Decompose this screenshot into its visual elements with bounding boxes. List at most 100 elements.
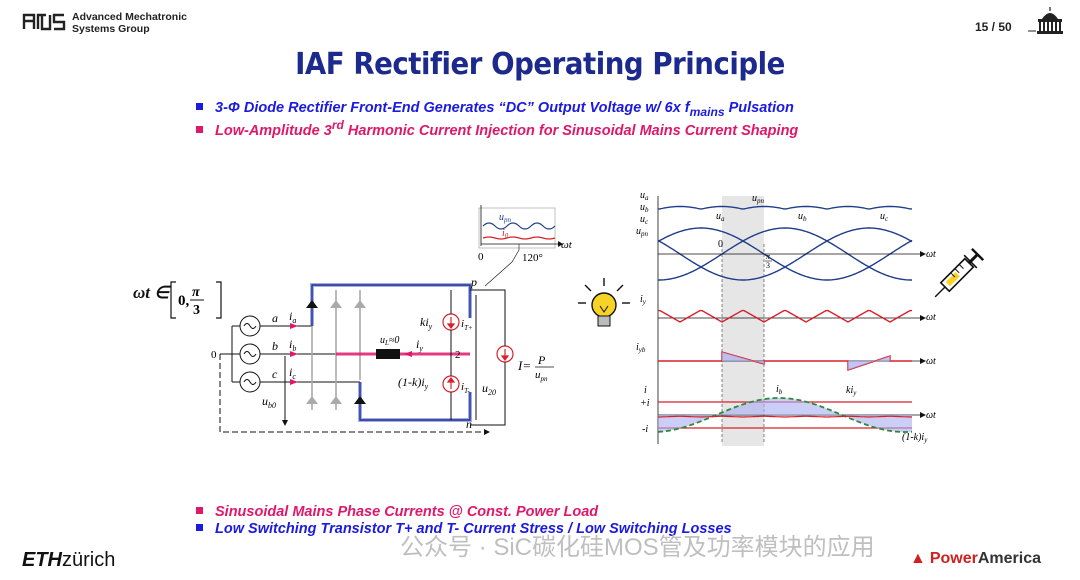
group-name: Advanced Mechatronic Systems Group — [72, 11, 187, 35]
wt-den: 3 — [193, 303, 200, 318]
minus-i-label: -i — [642, 424, 648, 435]
triangle-icon: ▲ — [910, 550, 926, 567]
svg-text:uc: uc — [640, 214, 649, 226]
iyb-axis-arrow — [920, 358, 926, 364]
zurich-text: zürich — [62, 549, 116, 571]
iyb-axis-label: i — [636, 342, 639, 353]
upn-curve — [658, 205, 912, 210]
ua-curve-label: u — [716, 211, 721, 222]
inset-upn-plot: upn i0 ωt 0 120° — [478, 205, 573, 287]
wt-label-4: ωt — [926, 410, 936, 421]
phase-b-label: b — [272, 339, 278, 353]
page-number: 15 / 50 — [975, 20, 1012, 34]
page-title: IAF Rectifier Operating Principle — [295, 47, 785, 82]
inset-i0-sub: 0 — [505, 232, 509, 240]
pa-america: America — [977, 550, 1042, 567]
inductor-icon — [376, 349, 400, 359]
ub-top-label: u — [640, 202, 645, 213]
active-diode-icon — [354, 396, 366, 404]
wt-num: π — [192, 285, 200, 300]
lightbulb-icon — [578, 278, 630, 327]
I-eq-label: I= — [517, 358, 531, 373]
group-name-line2: Systems Group — [72, 23, 150, 35]
iy-curve — [658, 309, 912, 323]
inset-120-label: 120° — [522, 252, 543, 264]
svg-text:upn: upn — [636, 226, 649, 238]
uc-top-label: u — [640, 214, 645, 225]
pi3-num: π — [766, 252, 771, 261]
svg-text:ua: ua — [716, 211, 725, 223]
svg-text:iyb: iyb — [636, 342, 646, 354]
current-axis-arrow — [920, 412, 926, 418]
syringe-icon — [934, 247, 985, 298]
current-arrows — [290, 323, 298, 385]
kiy-curve-label: ki — [846, 385, 853, 396]
pi3-den: 3 — [766, 261, 770, 270]
wt-label-3: ωt — [926, 356, 936, 367]
uL-label: uL≈0 — [380, 335, 399, 347]
svg-text:i0: i0 — [502, 228, 509, 240]
kiy-label: kiy — [420, 315, 433, 331]
bullet-sup: rd — [331, 118, 344, 132]
svg-text:ib: ib — [776, 384, 783, 396]
ib-curve-label: i — [776, 384, 779, 395]
wave-lines — [657, 196, 926, 444]
inset-wt-label: ωt — [561, 239, 573, 251]
bullet-square-icon — [196, 103, 203, 110]
ib-fill — [658, 398, 912, 432]
pa-power: Power — [929, 550, 978, 567]
one-minus-k-curve-label: (1-k)i — [902, 432, 924, 443]
node-n: n — [466, 417, 472, 431]
node-p: p — [470, 275, 477, 289]
building-icon — [1028, 7, 1063, 34]
upn-den-label: upn — [535, 369, 548, 383]
svg-text:upn: upn — [752, 193, 765, 205]
phase-c-label: c — [272, 367, 278, 381]
wt-lo: 0, — [178, 293, 190, 309]
bullet-text: 3-Φ Diode Rectifier Front-End Generates … — [215, 100, 690, 116]
eth-logo: ETHzürich — [22, 549, 115, 572]
svg-text:uc: uc — [880, 211, 889, 223]
P-label: P — [537, 353, 546, 367]
active-diode-icon — [306, 300, 318, 308]
bullet-tail: Pulsation — [724, 100, 794, 116]
inset-upn-label: u — [499, 212, 504, 223]
svg-text:ub: ub — [798, 211, 807, 223]
svg-text:(1-k)iy: (1-k)iy — [902, 432, 928, 444]
iyb-fill-2 — [848, 356, 890, 370]
inset-zero-label: 0 — [478, 251, 484, 263]
wt-interval-bracket: 0, π 3 — [170, 281, 222, 319]
bullet-square-icon — [196, 125, 203, 133]
phase-a-label: a — [272, 311, 278, 325]
svg-text:upn: upn — [499, 212, 512, 224]
iy-label: iy — [416, 337, 423, 353]
svg-text:ua: ua — [640, 190, 649, 202]
bullet-top-2: Low-Amplitude 3rd Harmonic Current Injec… — [196, 118, 798, 139]
power-america-logo: ▲PowerAmerica — [910, 550, 1041, 568]
iy-axis-arrow — [920, 315, 926, 321]
bullet-text: Sinusoidal Mains Phase Currents @ Const.… — [215, 504, 599, 520]
phase-voltage-curve-2 — [657, 227, 913, 281]
u20-label: u20 — [482, 381, 496, 397]
iy-axis-label: i — [640, 294, 643, 305]
bullet-tail: Harmonic Current Injection for Sinusoida… — [343, 122, 799, 139]
voltage-axis-arrow — [920, 251, 926, 257]
inset-i0-label: i — [502, 228, 505, 239]
bullet-text: Low Switching Transistor T+ and T- Curre… — [215, 521, 732, 537]
wt-label-1: ωt — [926, 249, 936, 260]
watermark: 公众号 · SiC碳化硅MOS管及功率模块的应用 — [400, 534, 875, 561]
bullet-square-icon — [196, 507, 203, 514]
svg-text:iy: iy — [640, 294, 647, 306]
ia-label: ia — [289, 309, 296, 325]
one-minus-k-label: (1-k)iy — [398, 375, 429, 391]
ib-label: ib — [289, 337, 296, 353]
bullet-top-1: 3-Φ Diode Rectifier Front-End Generates … — [196, 100, 794, 119]
iT-plus-label: iT+ — [461, 318, 473, 332]
node-zero: 0 — [211, 349, 217, 361]
zero-label: 0 — [718, 239, 723, 250]
wt-prefix: ωt ∈ — [133, 283, 170, 302]
ub0-label: ub0 — [262, 394, 276, 410]
uc-curve-label: u — [880, 211, 885, 222]
